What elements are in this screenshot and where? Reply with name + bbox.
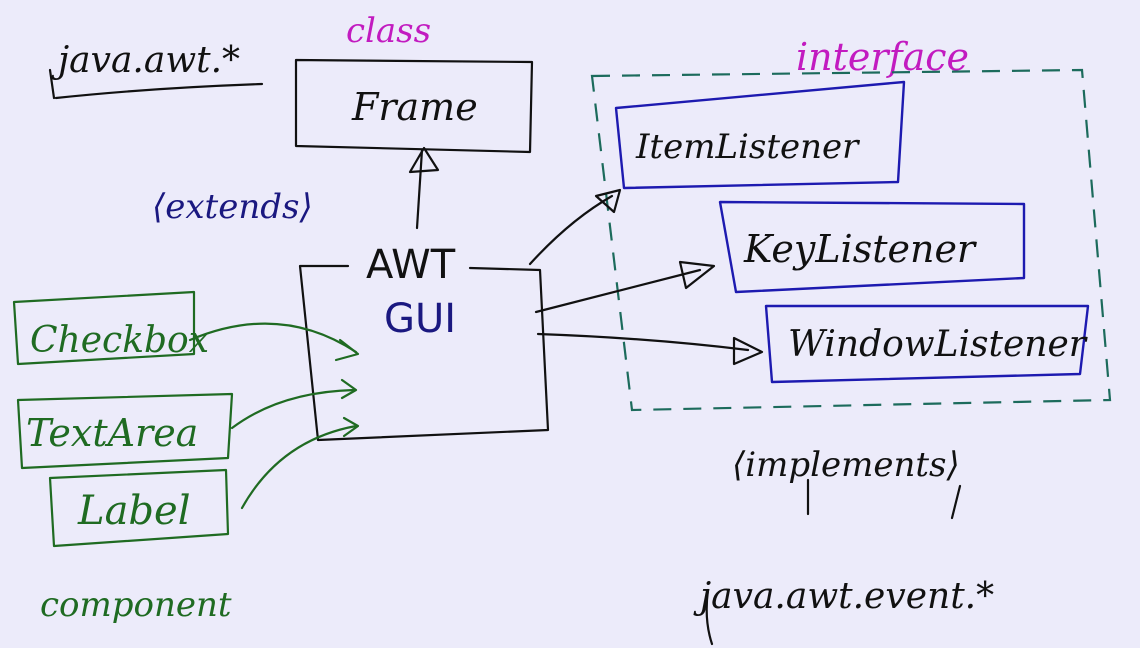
textarea-box bbox=[16, 392, 234, 470]
awt-gui-box bbox=[298, 264, 550, 442]
interface-dashed-boundary bbox=[590, 68, 1112, 412]
package-awt-bracket bbox=[48, 68, 56, 100]
key-listener-box bbox=[718, 200, 1026, 294]
implements-arrow-item-head bbox=[594, 188, 622, 214]
component-label: component bbox=[40, 585, 232, 625]
implements-arrow-window-head bbox=[732, 336, 764, 366]
label-label: Label bbox=[77, 488, 190, 534]
item-listener-box bbox=[614, 80, 906, 190]
checkbox-label: Checkbox bbox=[30, 320, 209, 361]
item-listener-label: ItemListener bbox=[635, 127, 860, 167]
implements-tick-right bbox=[950, 484, 962, 520]
package-awt-label: java.awt.* bbox=[51, 40, 240, 81]
window-listener-box bbox=[764, 304, 1090, 384]
implements-label: ⟨implements⟩ bbox=[732, 445, 960, 485]
label-arrow bbox=[240, 424, 358, 510]
window-listener-label: WindowListener bbox=[788, 324, 1088, 365]
frame-label: Frame bbox=[351, 85, 478, 129]
label-box bbox=[48, 468, 230, 548]
label-arrow-head bbox=[342, 416, 360, 438]
implements-arrow-window bbox=[536, 332, 750, 352]
checkbox-arrow-head bbox=[334, 338, 360, 362]
awt-gui-label-line1: AWT bbox=[366, 242, 456, 288]
frame-box bbox=[294, 58, 534, 154]
implements-arrow-key bbox=[534, 268, 702, 314]
checkbox-box bbox=[12, 290, 196, 366]
checkbox-arrow bbox=[188, 322, 358, 354]
implements-arrow-key-head bbox=[678, 260, 716, 290]
interface-heading: interface bbox=[796, 35, 969, 79]
class-heading: class bbox=[346, 11, 431, 51]
textarea-arrow bbox=[230, 388, 356, 430]
package-event-label: java.awt.event.* bbox=[693, 576, 994, 617]
extends-arrow-line bbox=[415, 148, 424, 230]
awt-gui-label-line2: GUI bbox=[384, 296, 456, 342]
textarea-arrow-head bbox=[340, 378, 358, 400]
package-event-bracket bbox=[705, 588, 714, 646]
package-awt-underline bbox=[54, 82, 264, 100]
extends-label: ⟨extends⟩ bbox=[152, 187, 313, 227]
extends-arrow-head bbox=[408, 146, 440, 174]
textarea-label: TextArea bbox=[26, 411, 198, 455]
implements-arrow-item bbox=[528, 194, 614, 266]
key-listener-label: KeyListener bbox=[743, 227, 978, 271]
